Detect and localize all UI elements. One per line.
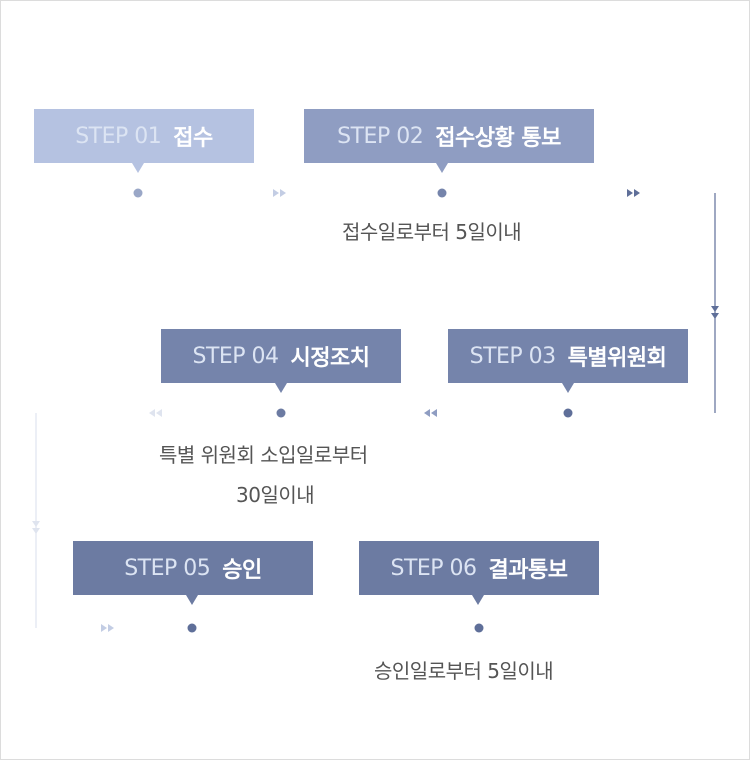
step-04-box: STEP 04 시정조치 bbox=[161, 329, 401, 393]
pointer-icon bbox=[275, 383, 287, 393]
step-01-box: STEP 01 접수 bbox=[34, 109, 254, 173]
step-code: STEP 02 bbox=[337, 123, 424, 149]
step-code: STEP 06 bbox=[390, 555, 477, 581]
pointer-icon bbox=[436, 163, 448, 173]
step-name: 결과통보 bbox=[488, 558, 568, 583]
arrow-right-icon bbox=[101, 624, 114, 632]
pointer-icon bbox=[132, 163, 144, 173]
deadline-note-row3: 승인일로부터 5일이내 bbox=[374, 659, 554, 683]
step6-dot bbox=[474, 623, 484, 633]
step-name: 접수 bbox=[173, 126, 213, 151]
step-name: 승인 bbox=[222, 558, 262, 583]
deadline-note-row2-line1: 특별 위원회 소입일로부터 bbox=[159, 443, 368, 467]
arrow-right-icon bbox=[627, 189, 640, 197]
step-code: STEP 04 bbox=[192, 343, 279, 369]
step5-dot bbox=[187, 623, 197, 633]
step4-dot bbox=[276, 408, 286, 418]
arrow-right-icon bbox=[273, 189, 286, 197]
step-name: 접수상황 통보 bbox=[435, 126, 561, 151]
step-code: STEP 01 bbox=[75, 123, 162, 149]
step-code: STEP 03 bbox=[469, 343, 557, 369]
step-06-box: STEP 06 결과통보 bbox=[359, 541, 599, 605]
pointer-icon bbox=[186, 595, 198, 605]
step-02-box: STEP 02 접수상황 통보 bbox=[304, 109, 594, 173]
deadline-note-row2-line2: 30일이내 bbox=[236, 483, 315, 507]
pointer-icon bbox=[562, 383, 574, 393]
step1-dot bbox=[133, 188, 143, 198]
step3-dot bbox=[563, 408, 573, 418]
step2-dot bbox=[437, 188, 447, 198]
arrow-left-icon bbox=[424, 409, 437, 417]
step-name: 특별위원회 bbox=[567, 346, 667, 371]
arrow-down-icon bbox=[711, 306, 719, 319]
pointer-icon bbox=[472, 595, 484, 605]
arrow-left-icon bbox=[149, 409, 162, 417]
step-05-box: STEP 05 승인 bbox=[73, 541, 313, 605]
arrow-down-icon bbox=[32, 521, 40, 534]
step-03-box: STEP 03 특별위원회 bbox=[448, 329, 688, 393]
deadline-note-row1: 접수일로부터 5일이내 bbox=[342, 220, 522, 244]
step-name: 시정조치 bbox=[290, 346, 370, 371]
step-code: STEP 05 bbox=[124, 555, 211, 581]
